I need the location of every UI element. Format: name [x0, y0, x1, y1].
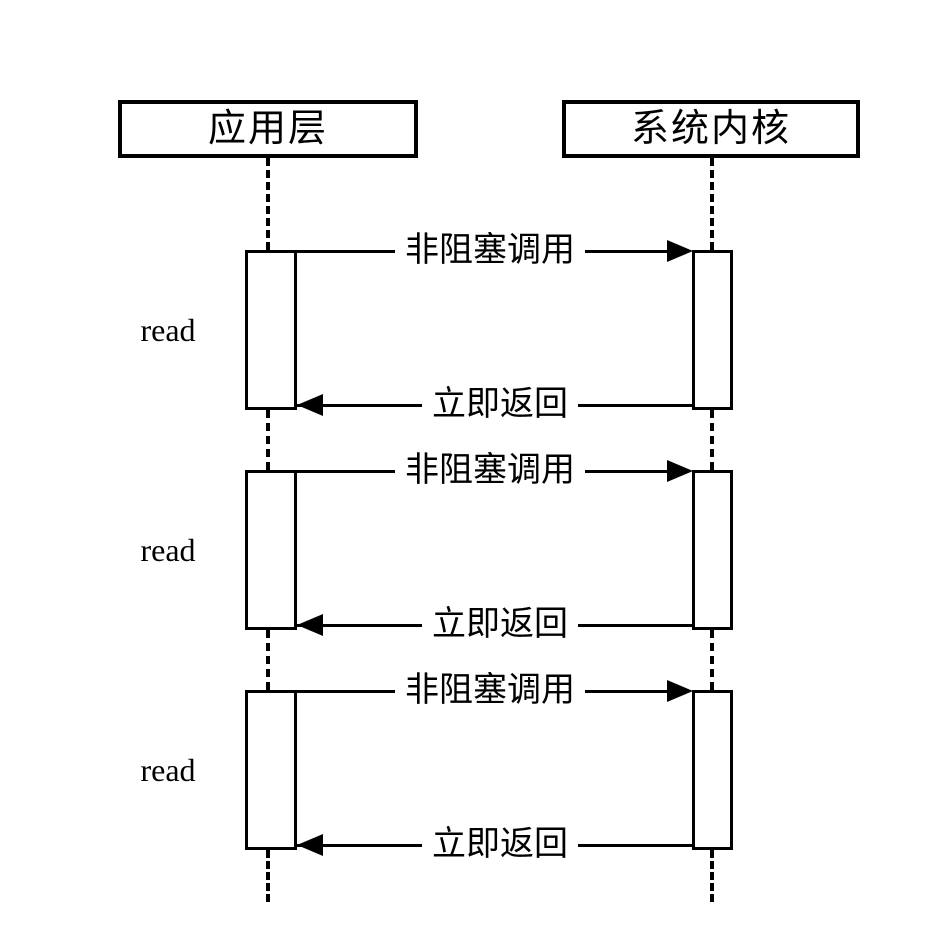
lifeline-application-layer-segment-3: [266, 630, 270, 690]
arrowhead-return-3: [297, 834, 323, 856]
activation-bar-application-layer-1: [245, 250, 297, 410]
message-label-return-2: 立即返回: [422, 608, 578, 642]
lifeline-application-layer-segment-2: [266, 410, 270, 470]
arrowhead-call-3: [667, 680, 693, 702]
lifeline-system-kernel-segment-3: [710, 630, 714, 690]
participant-label-application-layer: 应用层: [207, 108, 328, 150]
side-label-read-3: read: [140, 752, 196, 788]
activation-bar-system-kernel-3: [692, 690, 733, 850]
lifeline-system-kernel-segment-2: [710, 410, 714, 470]
lifeline-system-kernel-segment-1: [710, 158, 714, 250]
side-label-read-2: read: [140, 532, 196, 568]
participant-box-system-kernel: 系统内核: [562, 100, 860, 158]
side-label-read-1: read: [140, 312, 196, 348]
activation-bar-system-kernel-1: [692, 250, 733, 410]
participant-box-application-layer: 应用层: [118, 100, 418, 158]
activation-bar-system-kernel-2: [692, 470, 733, 630]
message-label-call-2: 非阻塞调用: [395, 454, 585, 488]
arrowhead-call-2: [667, 460, 693, 482]
arrowhead-call-1: [667, 240, 693, 262]
participant-label-system-kernel: 系统内核: [630, 108, 791, 150]
message-label-call-3: 非阻塞调用: [395, 674, 585, 708]
lifeline-application-layer-segment-1: [266, 158, 270, 250]
arrowhead-return-1: [297, 394, 323, 416]
message-label-return-1: 立即返回: [422, 388, 578, 422]
arrowhead-return-2: [297, 614, 323, 636]
activation-bar-application-layer-3: [245, 690, 297, 850]
activation-bar-application-layer-2: [245, 470, 297, 630]
message-label-return-3: 立即返回: [422, 828, 578, 862]
message-label-call-1: 非阻塞调用: [395, 234, 585, 268]
lifeline-application-layer-segment-4: [266, 850, 270, 902]
lifeline-system-kernel-segment-4: [710, 850, 714, 902]
